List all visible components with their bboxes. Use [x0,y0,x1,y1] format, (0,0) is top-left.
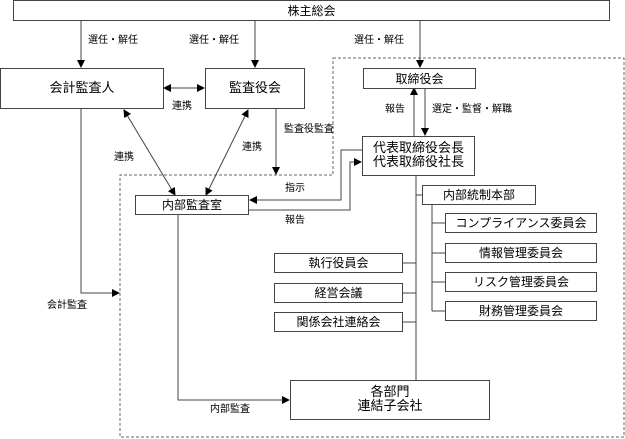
representative-directors-box: 代表取締役会長 代表取締役社長 [362,136,475,176]
edge-accounting-audit [80,109,120,297]
label-appoint-dismiss-3: 選任・解任 [354,35,404,46]
edge-instruction [249,149,362,204]
board-of-directors-label: 取締役会 [395,71,444,86]
label-instruction: 指示 [285,183,305,194]
compliance-committee-label: コンプライアンス委員会 [455,216,587,230]
label-cooperation-top: 連携 [172,101,192,112]
edge-internal-audit [177,215,290,404]
internal-control-hq-box: 内部統制本部 [422,185,536,205]
label-select-supervise-dismiss: 選定・監督・解職 [432,104,512,115]
departments-subsidiaries-label: 各部門 連結子会社 [357,385,423,414]
shareholders-meeting-label: 株主総会 [287,3,336,18]
risk-mgmt-committee-label: リスク管理委員会 [472,275,569,289]
board-of-directors-box: 取締役会 [363,68,476,89]
label-accounting-audit: 会計監査 [47,300,87,311]
departments-subsidiaries-box: 各部門 連結子会社 [290,380,490,420]
executive-officers-meeting-box: 執行役員会 [274,253,403,273]
audit-board-label: 監査役会 [228,80,281,96]
executive-officers-meeting-label: 執行役員会 [308,256,369,270]
shareholders-meeting-box: 株主総会 [13,0,610,21]
label-appoint-dismiss-1: 選任・解任 [88,35,138,46]
risk-mgmt-committee-box: リスク管理委員会 [445,272,597,292]
info-mgmt-committee-label: 情報管理委員会 [478,246,563,260]
info-mgmt-committee-box: 情報管理委員会 [445,243,597,263]
affiliates-liaison-meeting-label: 関係会社連絡会 [296,315,381,329]
finance-mgmt-committee-box: 財務管理委員会 [445,301,597,321]
edge-internal-audit-to-audit-board [205,109,249,196]
compliance-committee-box: コンプライアンス委員会 [445,213,597,233]
label-report-to-rep: 報告 [285,215,305,226]
internal-audit-office-box: 内部監査室 [135,195,249,215]
label-appoint-dismiss-2: 選任・解任 [189,35,239,46]
management-meeting-label: 経営会議 [314,286,363,300]
label-internal-audit: 内部監査 [210,404,250,415]
audit-board-box: 監査役会 [205,68,305,109]
affiliates-liaison-meeting-box: 関係会社連絡会 [274,312,403,332]
governance-boundary [119,57,625,438]
label-cooperation-left: 連携 [114,152,134,163]
label-report-to-board: 報告 [385,104,405,115]
internal-audit-office-label: 内部監査室 [161,198,222,212]
accounting-auditor-label: 会計監査人 [49,80,115,96]
representative-directors-label: 代表取締役会長 代表取締役社長 [372,141,464,170]
accounting-auditor-box: 会計監査人 [0,68,164,109]
edge-internal-audit-to-accounting-auditor [123,109,176,196]
label-auditor-audit: 監査役監査 [284,124,334,135]
internal-control-hq-label: 内部統制本部 [442,188,515,202]
management-meeting-box: 経営会議 [274,283,403,303]
label-cooperation-right: 連携 [242,142,262,153]
edge-report-to-rep [249,158,362,211]
finance-mgmt-committee-label: 財務管理委員会 [478,304,563,318]
